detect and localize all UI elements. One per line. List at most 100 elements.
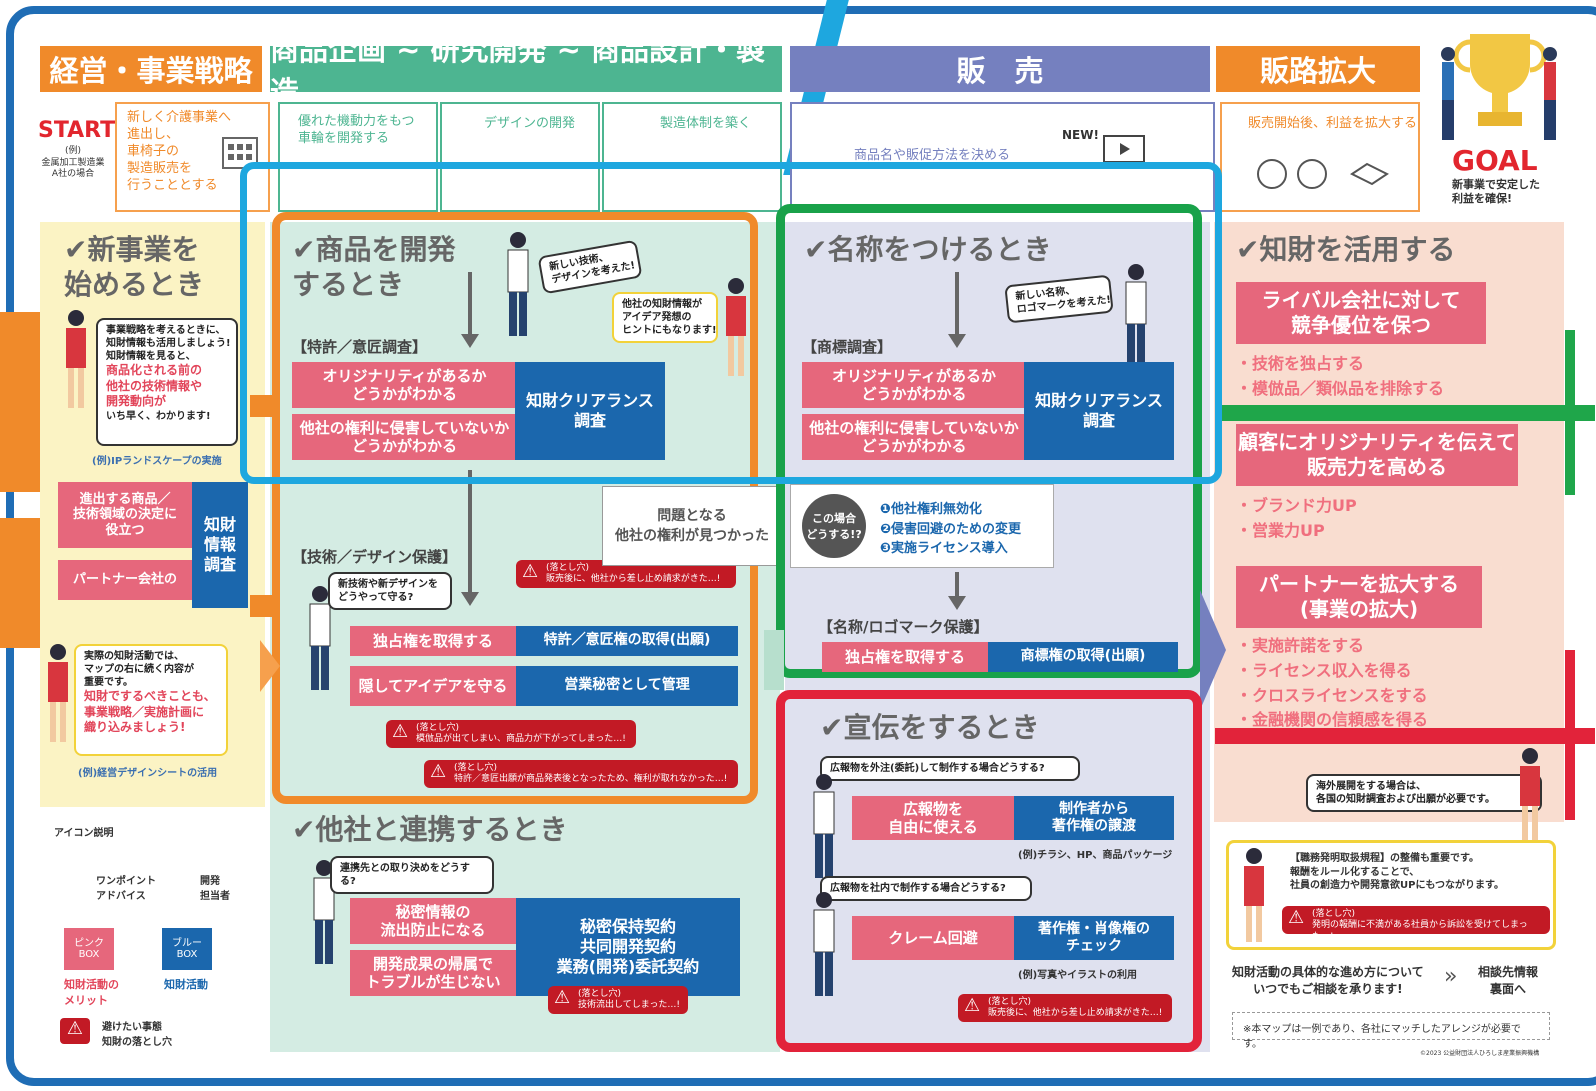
legend-pitfall: 避けたい事態 知財の落とし穴 xyxy=(102,1022,172,1048)
develop-survey-label: 【特許／意匠調査】 xyxy=(292,338,428,356)
utilize-bullets-2: ・ブランド力UP・営業力UP xyxy=(1236,496,1357,540)
advisor-woman-icon-4 xyxy=(1520,748,1540,846)
example-management-sheet: (例)経営デザインシートの活用 xyxy=(78,768,218,779)
naming-pink-infringe: 他社の権利に侵害していないか どうかがわかる xyxy=(802,414,1026,460)
icon-legend: アイコン説明 ワンポイント アドバイス 開発 担当者 ピンク BOX ブルー B… xyxy=(40,812,265,1052)
develop-protect-label: 【技術／デザイン保護】 xyxy=(292,548,458,566)
utilize-bullets-3: ・実施許諾をする・ライセンス収入を得る・クロスライセンスをする・金融機関の信頼感… xyxy=(1236,636,1429,730)
example-ip-landscape: (例)IPランドスケープの実施 xyxy=(92,456,222,467)
legend-blue-desc: 知財活動 xyxy=(164,978,208,991)
arrow-right-icon xyxy=(260,640,280,692)
flow-step2: デザインの開発 xyxy=(440,102,600,212)
developer-man-icon-3 xyxy=(1125,264,1147,368)
utilize-title: ✔知財を活用する xyxy=(1236,233,1456,266)
red-connector xyxy=(1215,728,1595,744)
utilize-head-originality: 顧客にオリジナリティを伝えて 販売力を高める xyxy=(1236,424,1518,486)
ad-blue-transfer: 制作者から 著作権の譲渡 xyxy=(1014,796,1174,840)
ad-pink-free-use: 広報物を 自由に使える xyxy=(852,796,1014,840)
partner-title: ✔他社と連携するとき xyxy=(292,813,568,846)
partner-pink-ownership: 開発成果の帰属で トラブルが生じない xyxy=(350,950,516,996)
ad-question-2: 広報物を社内で制作する場合どうする? xyxy=(820,876,1032,901)
chevrons-right-icon: » xyxy=(1444,964,1458,989)
partner-pink-secret: 秘密情報の 流出防止になる xyxy=(350,898,516,944)
advisor-woman-icon-3 xyxy=(726,278,746,376)
flow-step5: 販売開始後、利益を拡大する xyxy=(1220,102,1420,212)
problem-bubble: 問題となる 他社の権利が見つかった xyxy=(602,486,782,566)
warning-icon: ⚠ xyxy=(60,1018,90,1044)
flow-step5-text: 販売開始後、利益を拡大する xyxy=(1248,116,1418,131)
banner-expansion: 販路拡大 xyxy=(1216,46,1420,92)
advisor-woman-icon-5 xyxy=(1244,848,1264,942)
advisor-woman-icon xyxy=(66,310,86,408)
flow-step2-text: デザインの開発 xyxy=(484,116,576,131)
check-icon: ✔ xyxy=(292,233,316,266)
trophy-icon xyxy=(1441,34,1557,140)
develop-blue-patent: 特許／意匠権の取得(出願) xyxy=(516,626,738,656)
consult-link[interactable]: 相談先情報 裏面へ xyxy=(1478,965,1539,997)
blue-box-ip-survey: 知財 情報 調査 xyxy=(192,482,248,608)
advice-bubble-2: 実際の知財活動では、 マップの右に続く内容が 重要です。 知財でするべきことも、… xyxy=(74,644,228,756)
naming-protect-label: 【名称/ロゴマーク保護】 xyxy=(818,618,989,636)
flow-step3: 製造体制を築く xyxy=(602,102,782,212)
banner-sales: 販 売 xyxy=(790,46,1210,92)
banner-strategy: 経営・事業戦略 xyxy=(40,46,262,92)
developer-man-icon-5 xyxy=(813,774,835,878)
goal-text: 新事業で安定した 利益を確保! xyxy=(1452,178,1540,206)
pink-box-partner: パートナー会社の xyxy=(58,560,192,600)
develop-pitfall-2: (落とし穴)模倣品が出てしまい、商品力が下がってしまった…! xyxy=(386,720,636,748)
start-label: START xyxy=(38,118,116,143)
ad-title: ✔宣伝をするとき xyxy=(820,711,1040,744)
ad-example-2: (例)写真やイラストの利用 xyxy=(1018,970,1137,981)
partner-question: 連携先との取り決めをどうする? xyxy=(330,856,494,894)
ad-question-1: 広報物を外注(委託)して制作する場合どうする? xyxy=(820,756,1080,781)
ad-blue-check: 著作権・肖像権の チェック xyxy=(1014,916,1174,960)
left-connector-top xyxy=(0,312,40,492)
develop-advice: 他社の知財情報が アイデア発想の ヒントにもなります! xyxy=(612,292,718,343)
developer-man-icon xyxy=(507,232,529,336)
overseas-note: 海外展開をする場合は、 各国の知財調査および出願が必要です。 xyxy=(1306,774,1542,812)
legend-one-point: ワンポイント アドバイス xyxy=(96,876,156,902)
check-icon: ✔ xyxy=(1236,233,1260,266)
check-icon: ✔ xyxy=(292,813,316,846)
utilize-pitfall: (落とし穴)発明の報酬に不満がある社員から訴訟を受けてしまった…! xyxy=(1282,906,1550,942)
utilize-head-partner: パートナーを拡大する (事業の拡大) xyxy=(1236,566,1482,628)
utilize-head-competitive: ライバル会社に対して 競争優位を保つ xyxy=(1236,282,1486,344)
ad-pink-avoid-claim: クレーム回避 xyxy=(852,916,1014,960)
developer-man-icon-2 xyxy=(309,586,331,690)
develop-blue-clearance: 知財クリアランス 調査 xyxy=(515,362,665,460)
start-example: (例) 金属加工製造業 A社の場合 xyxy=(41,146,105,180)
flow-step1: 優れた機動力をもつ 車輪を開発する xyxy=(278,102,438,212)
develop-question: 新技術や新デザインを どうやって守る? xyxy=(328,572,452,610)
develop-pink-hide: 隠してアイデアを守る xyxy=(350,666,516,706)
develop-pink-originality: オリジナリティがあるか どうかがわかる xyxy=(292,362,517,408)
naming-pink-originality: オリジナリティがあるか どうかがわかる xyxy=(802,362,1026,408)
handshake-icon xyxy=(1257,159,1389,189)
develop-pitfall-3: (落とし穴)特許／意匠出願が商品発表後となったため、権利が取れなかった…! xyxy=(424,760,738,788)
partner-blue-contracts: 秘密保持契約 共同開発契約 業務(開発)委託契約 xyxy=(516,898,740,996)
ad-section xyxy=(776,690,1202,1052)
legend-developer: 開発 担当者 xyxy=(200,876,230,902)
ad-example-1: (例)チラシ、HP、商品パッケージ xyxy=(1018,850,1173,861)
icon-legend-title: アイコン説明 xyxy=(54,828,114,839)
copyright: ©2023 公益財団法人ひろしま産業振興機構 xyxy=(1420,1050,1540,1057)
new-business-title: ✔新事業を 始めるとき xyxy=(64,233,205,301)
arrow-right-icon-2 xyxy=(1200,590,1226,710)
check-icon: ✔ xyxy=(64,233,88,266)
naming-blue-trademark: 商標権の取得(出願) xyxy=(988,642,1178,672)
naming-blue-clearance: 知財クリアランス 調査 xyxy=(1024,362,1174,460)
utilize-bullets-1: ・技術を独占する・模倣品／類似品を排除する xyxy=(1236,354,1445,398)
developer-man-icon-4 xyxy=(313,860,335,964)
highlight-clearance xyxy=(240,162,1222,484)
check-icon: ✔ xyxy=(804,233,828,266)
start-text: 新しく介護事業へ 進出し、 車椅子の 製造販売を 行うこととする xyxy=(127,110,232,193)
develop-pink-infringe: 他社の権利に侵害していないか どうかがわかる xyxy=(292,414,517,460)
advice-bubble-1: 事業戦略を考えるときに、 知財情報も活用しましょう! 知財情報を見ると、 商品化… xyxy=(96,318,238,446)
check-icon: ✔ xyxy=(820,711,844,744)
naming-survey-label: 【商標調査】 xyxy=(802,338,893,356)
goal-label: GOAL xyxy=(1452,144,1538,177)
develop-title: ✔商品を開発 するとき xyxy=(292,233,456,301)
legend-pink-desc: 知財活動の メリット xyxy=(64,978,119,1007)
naming-section xyxy=(776,204,1202,678)
new-badge: NEW! xyxy=(1062,128,1099,142)
